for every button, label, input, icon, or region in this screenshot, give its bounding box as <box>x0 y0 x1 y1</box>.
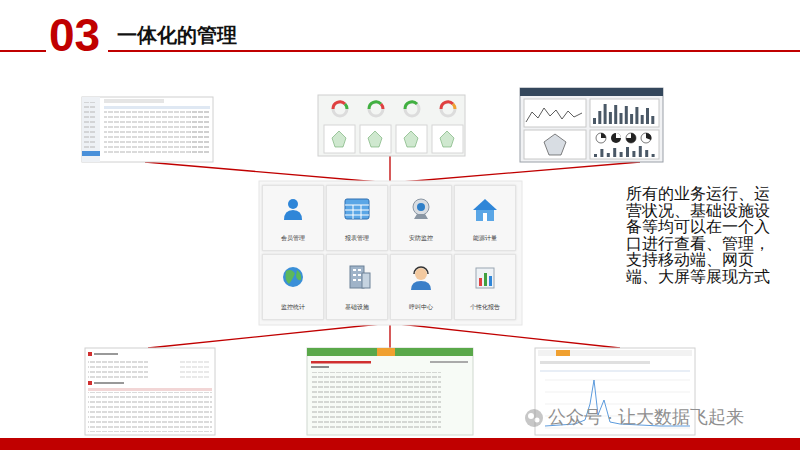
module-label: 监控统计 <box>263 303 323 312</box>
module-label: 基础设施 <box>327 303 387 312</box>
header-rule <box>108 50 800 52</box>
watermark: 公众号 · 让大数据飞起来 <box>548 405 744 429</box>
module-label: 报表管理 <box>327 234 387 243</box>
module-label: 能源计量 <box>455 234 515 243</box>
module-tile: 能源计量 <box>454 185 516 251</box>
leader-lines <box>145 156 640 348</box>
screenshot-gauges <box>318 95 465 156</box>
module-label: 会员管理 <box>263 234 323 243</box>
header-rule <box>0 50 46 52</box>
module-tile: 基础设施 <box>326 254 388 320</box>
module-tile: 监控统计 <box>262 254 324 320</box>
module-tile: 报表管理 <box>326 185 388 251</box>
section-number: 03 <box>49 10 100 60</box>
screenshot-report <box>85 348 215 435</box>
footer-band <box>0 438 800 450</box>
module-panel <box>259 181 522 325</box>
module-tile: 个性化报告 <box>454 254 516 320</box>
module-tile: 呼叫中心 <box>390 254 452 320</box>
description-note: 所有的业务运行、运营状况、基础设施设备等均可以在一个入口进行查看、管理，支持移动… <box>626 186 772 286</box>
slide-title: 一体化的管理 <box>117 22 237 49</box>
screenshot-notice <box>307 348 473 435</box>
screenshot-table <box>82 97 213 162</box>
module-tile: 安防监控 <box>390 185 452 251</box>
screenshot-dashboard <box>520 88 663 162</box>
module-label: 呼叫中心 <box>391 303 451 312</box>
module-label: 个性化报告 <box>455 303 515 312</box>
module-tile: 会员管理 <box>262 185 324 251</box>
module-label: 安防监控 <box>391 234 451 243</box>
watermark-icon <box>525 409 543 427</box>
